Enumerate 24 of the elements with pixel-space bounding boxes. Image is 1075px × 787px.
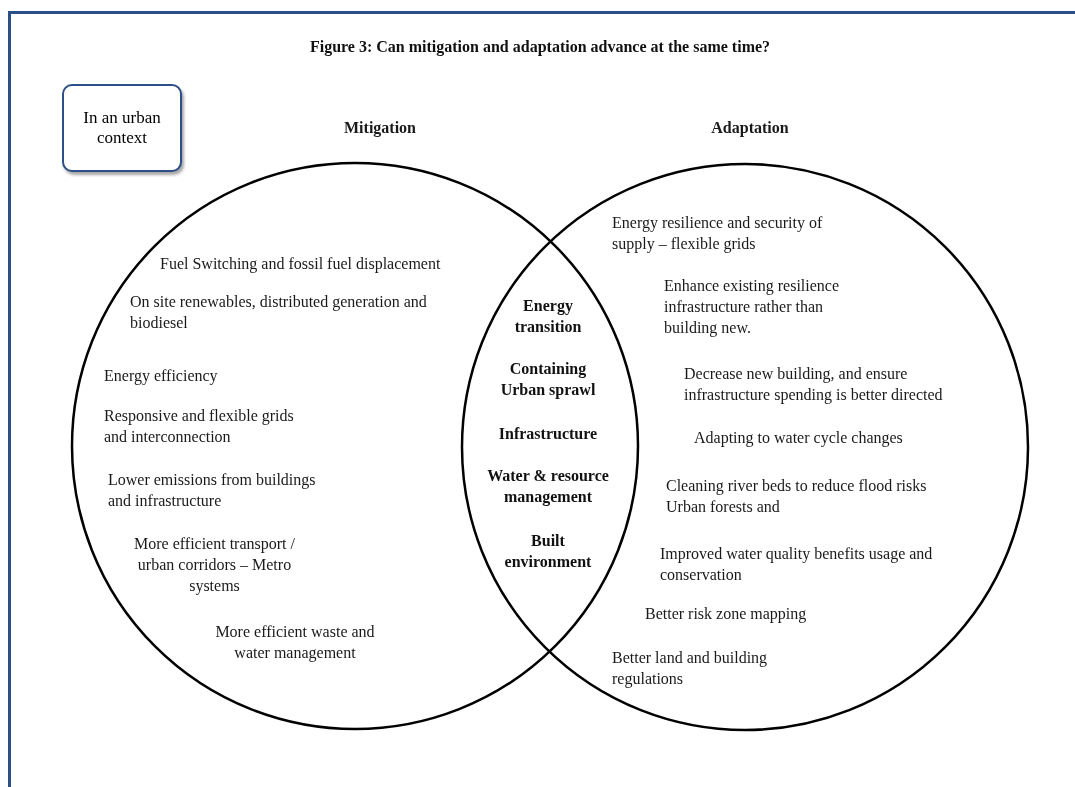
venn-item-text: Better land and building regulations — [612, 648, 769, 690]
overlap-item-text: Containing Urban sprawl — [499, 359, 597, 401]
overlap-item-text: Built environment — [503, 531, 593, 572]
overlap-item-text: Water & resource management — [486, 466, 610, 508]
figure-title: Figure 3: Can mitigation and adaptation advance at the same time? — [308, 37, 772, 58]
venn-item-text: Improved water quality benefits usage and conservation — [660, 544, 934, 585]
venn-item-text: Enhance existing resilience infrastructure rather than building new. — [664, 276, 841, 339]
venn-item-text: Energy efficiency — [104, 366, 219, 387]
overlap-item-text: Infrastructure — [497, 424, 599, 444]
venn-item-text: Lower emissions from buildings and infrastructure — [108, 470, 317, 511]
venn-item-text: More efficient transport / urban corridors – Metro systems — [133, 534, 296, 597]
context-box: In an urban context — [62, 84, 182, 172]
venn-item-text: Better risk zone mapping — [645, 604, 808, 625]
venn-item-text: Adapting to water cycle changes — [694, 428, 904, 449]
venn-item-text: Decrease new building, and ensure infrastructure spending is better directed — [684, 364, 944, 406]
circle-heading: Mitigation — [343, 118, 417, 139]
venn-item-text: On site renewables, distributed generation and biodiesel — [130, 292, 428, 333]
venn-item-text: Energy resilience and security of supply – flexible grids — [612, 213, 824, 255]
overlap-item-text: Energy transition — [513, 296, 583, 337]
venn-item-text: Fuel Switching and fossil fuel displacement — [160, 254, 442, 275]
venn-item-text: More efficient waste and water management — [214, 622, 376, 664]
venn-item-text: Responsive and flexible grids and interconnection — [104, 406, 295, 447]
circle-heading: Adaptation — [710, 118, 790, 139]
venn-item-text: Cleaning river beds to reduce flood risks Urban forests and — [666, 476, 928, 517]
